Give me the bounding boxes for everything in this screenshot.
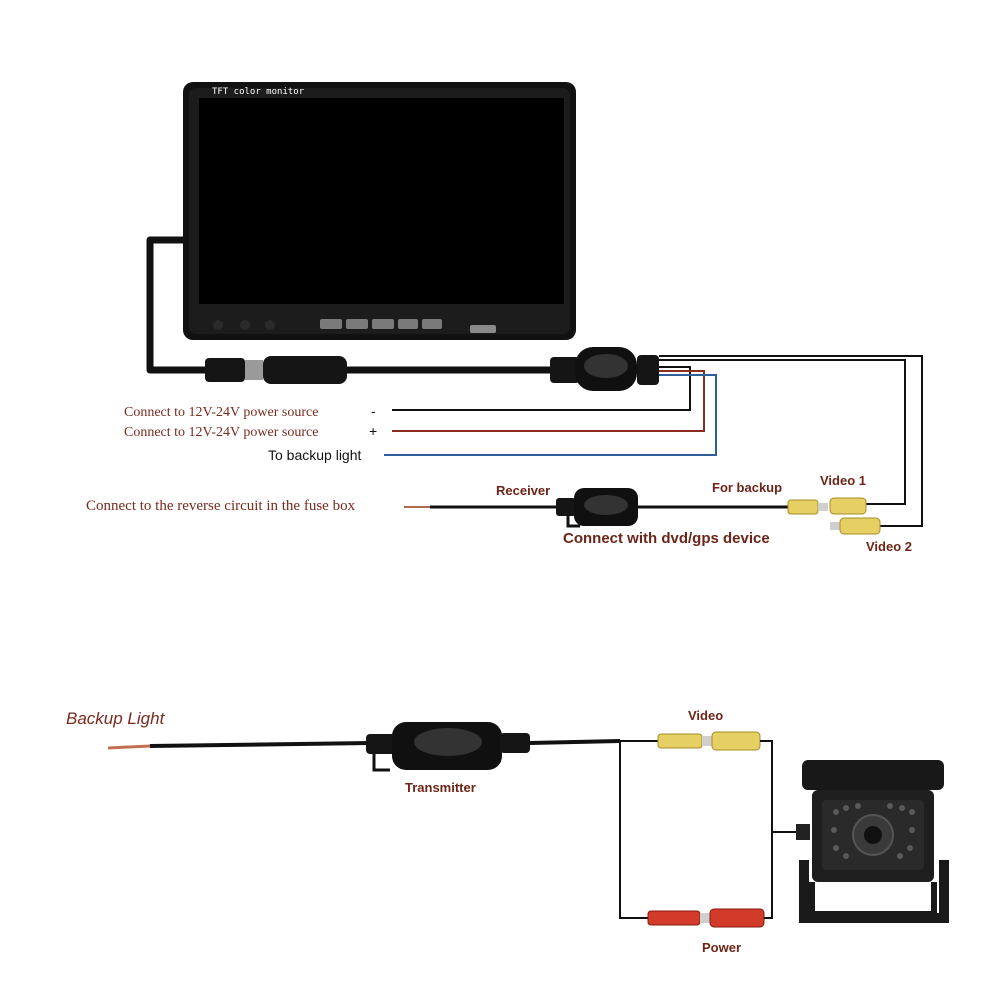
label-power-negative: Connect to 12V-24V power source bbox=[124, 405, 318, 420]
label-for-backup: For backup bbox=[712, 480, 782, 495]
monitor-cable bbox=[146, 236, 205, 374]
monitor-title: TFT color monitor bbox=[212, 87, 305, 97]
tft-monitor: TFT color monitor bbox=[183, 82, 576, 340]
label-receiver: Receiver bbox=[496, 483, 550, 498]
transmitter-cable bbox=[529, 739, 621, 745]
monitor-button-row bbox=[320, 319, 496, 333]
label-video: Video bbox=[688, 708, 723, 723]
monitor-power-button[interactable] bbox=[470, 325, 496, 333]
monitor-led-2 bbox=[240, 320, 250, 330]
label-power-positive-sign: + bbox=[369, 423, 377, 439]
junction-box bbox=[550, 347, 659, 391]
monitor-screen bbox=[199, 98, 564, 304]
camera-power-wire bbox=[764, 832, 773, 919]
receiver-box bbox=[556, 488, 638, 528]
label-fuse-box: Connect to the reverse circuit in the fu… bbox=[86, 498, 356, 514]
power-wire-bottom bbox=[619, 741, 650, 919]
camera-video-wire bbox=[760, 740, 796, 833]
rca-video1-connector bbox=[787, 497, 867, 515]
monitor-cable-plug bbox=[205, 358, 245, 382]
monitor-button-menu[interactable] bbox=[372, 319, 394, 329]
label-video2: Video 2 bbox=[866, 539, 912, 554]
backup-light-wire bbox=[149, 741, 371, 748]
label-backup-light: To backup light bbox=[268, 447, 362, 463]
rca-video2-connector bbox=[830, 517, 881, 535]
monitor-led-3 bbox=[265, 320, 275, 330]
label-video1: Video 1 bbox=[820, 473, 866, 488]
monitor-button-minus[interactable] bbox=[398, 319, 418, 329]
label-power: Power bbox=[702, 940, 741, 955]
junction-wires bbox=[384, 355, 923, 527]
label-transmitter: Transmitter bbox=[405, 780, 476, 795]
rca-video-connector bbox=[657, 731, 761, 751]
monitor-button-plus[interactable] bbox=[422, 319, 442, 329]
monitor-button-mode[interactable] bbox=[346, 319, 368, 329]
label-dvd-gps: Connect with dvd/gps device bbox=[563, 530, 770, 547]
label-power-negative-sign: - bbox=[371, 403, 376, 419]
label-power-positive: Connect to 12V-24V power source bbox=[124, 425, 318, 440]
label-backup-light-bottom: Backup Light bbox=[66, 709, 166, 728]
monitor-button-vav[interactable] bbox=[320, 319, 342, 329]
backup-camera bbox=[796, 760, 949, 923]
backup-light-wire-tip bbox=[107, 744, 151, 750]
transmitter-box bbox=[366, 722, 530, 772]
monitor-led-1 bbox=[213, 320, 223, 330]
rca-power-connector bbox=[647, 908, 765, 928]
